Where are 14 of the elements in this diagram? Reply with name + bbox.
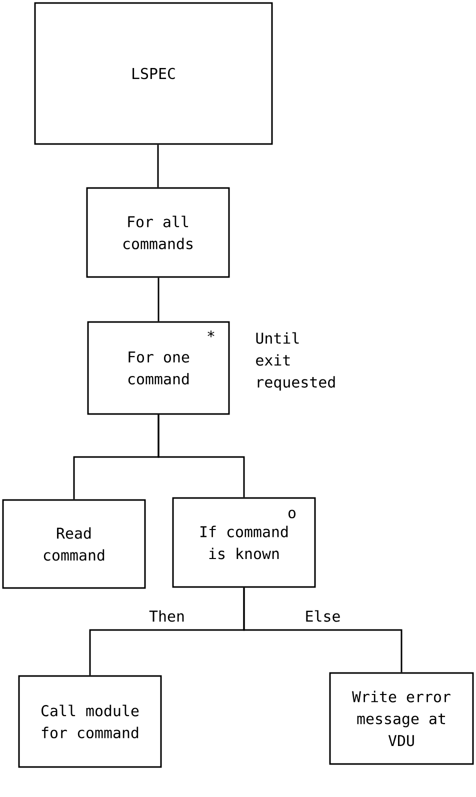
connector-line — [243, 588, 402, 672]
edge-label: Else — [304, 609, 342, 623]
process-box: LSPEC — [34, 2, 273, 145]
process-box: Write error message at VDU — [329, 672, 474, 765]
connector-line — [158, 278, 160, 322]
corner-mark: * — [208, 330, 214, 338]
process-box: Read command — [2, 499, 146, 589]
process-box: Call module for command — [18, 675, 162, 768]
edge-label: Then — [148, 609, 186, 623]
connector-line — [158, 414, 245, 498]
annotation-text: Until exit requested — [256, 332, 335, 391]
connector-line — [157, 144, 159, 188]
corner-mark: o — [288, 510, 296, 518]
process-box: For all commands — [86, 187, 230, 278]
